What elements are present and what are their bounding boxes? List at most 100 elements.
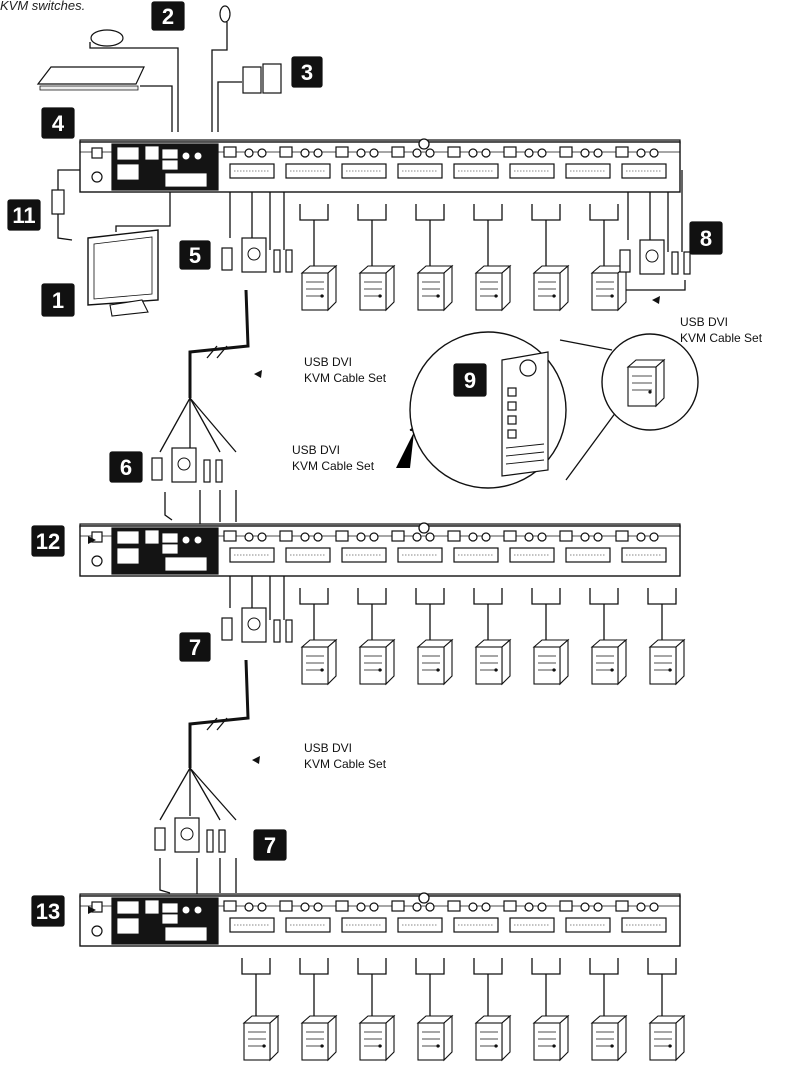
badge-box — [253, 829, 287, 861]
badge-number: 1 — [52, 288, 64, 313]
badge-box — [41, 107, 75, 139]
slot-cover — [505, 459, 545, 465]
usb-plug — [221, 617, 233, 641]
cpu-audio-jack — [649, 902, 659, 912]
tower-side — [443, 638, 453, 686]
console-usb-port — [162, 544, 178, 554]
computer-tower-icon — [474, 638, 512, 686]
connector-line — [357, 204, 387, 221]
connector-line — [559, 339, 613, 351]
console-lan-port — [145, 530, 159, 544]
tower-front — [591, 1022, 619, 1061]
tower-side — [501, 1014, 511, 1062]
computer-tower-icon — [300, 1014, 338, 1062]
usb-plug — [151, 457, 163, 481]
monitor-screen — [93, 236, 153, 300]
badge-number: 7 — [189, 635, 201, 660]
cpu-audio-jack — [636, 902, 646, 912]
devices — [36, 5, 699, 1062]
cpu-audio-jack — [313, 532, 323, 542]
console-audio-jack — [182, 536, 190, 544]
tower-front — [301, 272, 329, 311]
audio-plug — [273, 249, 281, 273]
power-led — [610, 668, 614, 672]
callout-badge: 6 — [109, 451, 143, 483]
cpu-audio-jack — [300, 148, 310, 158]
console-audio-jack — [194, 152, 202, 160]
callout-badge: 7 — [253, 829, 287, 861]
tower-side — [385, 1014, 395, 1062]
ground-screw — [91, 925, 103, 937]
cpu-audio-jack — [636, 148, 646, 158]
cpu-audio-jack — [412, 148, 422, 158]
cpu-usb-port — [503, 530, 517, 542]
cable-label-line1: USB DVI — [304, 741, 352, 755]
cpu-audio-jack — [468, 902, 478, 912]
power-led — [436, 294, 440, 298]
power-led — [436, 1044, 440, 1048]
badge-box — [31, 525, 65, 557]
badge-box — [151, 1, 185, 31]
cpu-audio-jack — [244, 532, 254, 542]
speakers-icon — [242, 66, 262, 94]
cpu-audio-jack — [580, 902, 590, 912]
power-led — [436, 668, 440, 672]
computer-tower-icon — [648, 638, 686, 686]
ground-screw — [91, 171, 103, 183]
audio-plug — [683, 251, 691, 275]
badge-box — [291, 56, 323, 88]
power-led — [494, 294, 498, 298]
connector-line — [299, 204, 329, 221]
connector-line — [159, 767, 191, 821]
badge-number: 9 — [464, 368, 476, 393]
connector-line — [415, 958, 445, 975]
connector-line — [299, 588, 329, 605]
cpu-usb-port — [615, 530, 629, 542]
console-usb-port — [162, 903, 178, 913]
daisy-chain-cable — [188, 659, 250, 768]
cpu-audio-jack — [244, 148, 254, 158]
tower-front — [533, 1022, 561, 1061]
cpu-usb-port — [391, 530, 405, 542]
cpu-audio-jack — [300, 532, 310, 542]
kvm-switch-icon — [79, 138, 681, 193]
tower-front — [359, 272, 387, 311]
computer-tower-icon — [474, 264, 512, 312]
cpu-usb-port — [335, 146, 349, 158]
connector-line — [189, 397, 237, 453]
cpu-usb-port — [503, 900, 517, 912]
tower-front — [475, 1022, 503, 1061]
badge-box — [179, 240, 211, 270]
cpu-audio-jack — [412, 902, 422, 912]
tower-side — [327, 1014, 337, 1062]
connector-line — [89, 42, 179, 132]
connector-line — [57, 214, 73, 241]
cpu-usb-port — [447, 530, 461, 542]
cpu-audio-jack — [649, 532, 659, 542]
tower-side — [655, 358, 665, 408]
tower-side — [559, 1014, 569, 1062]
mount-screw — [418, 892, 430, 904]
cpu-usb-port — [223, 530, 237, 542]
connector-line — [357, 958, 387, 975]
badge-number: 5 — [189, 243, 201, 268]
cpu-audio-jack — [425, 532, 435, 542]
cpu-usb-port — [447, 900, 461, 912]
tower-side — [559, 264, 569, 312]
tower-front — [649, 1022, 677, 1061]
callout-badge: 7 — [179, 632, 211, 662]
computer-tower-icon — [590, 264, 628, 312]
slot-cover — [505, 443, 545, 449]
power-led — [494, 1044, 498, 1048]
connector-line — [140, 85, 173, 132]
cpu-audio-jack — [244, 902, 254, 912]
cable-label-line2: KVM Cable Set — [680, 331, 763, 345]
cpu-audio-jack — [468, 148, 478, 158]
dvi-thumbscrew-logo — [177, 457, 191, 471]
audio-plug — [671, 251, 679, 275]
badge-box — [179, 632, 211, 662]
computer-tower-icon — [474, 1014, 512, 1062]
computer-tower-icon — [300, 638, 338, 686]
tower-front — [417, 272, 445, 311]
computer-tower-icon — [532, 638, 570, 686]
